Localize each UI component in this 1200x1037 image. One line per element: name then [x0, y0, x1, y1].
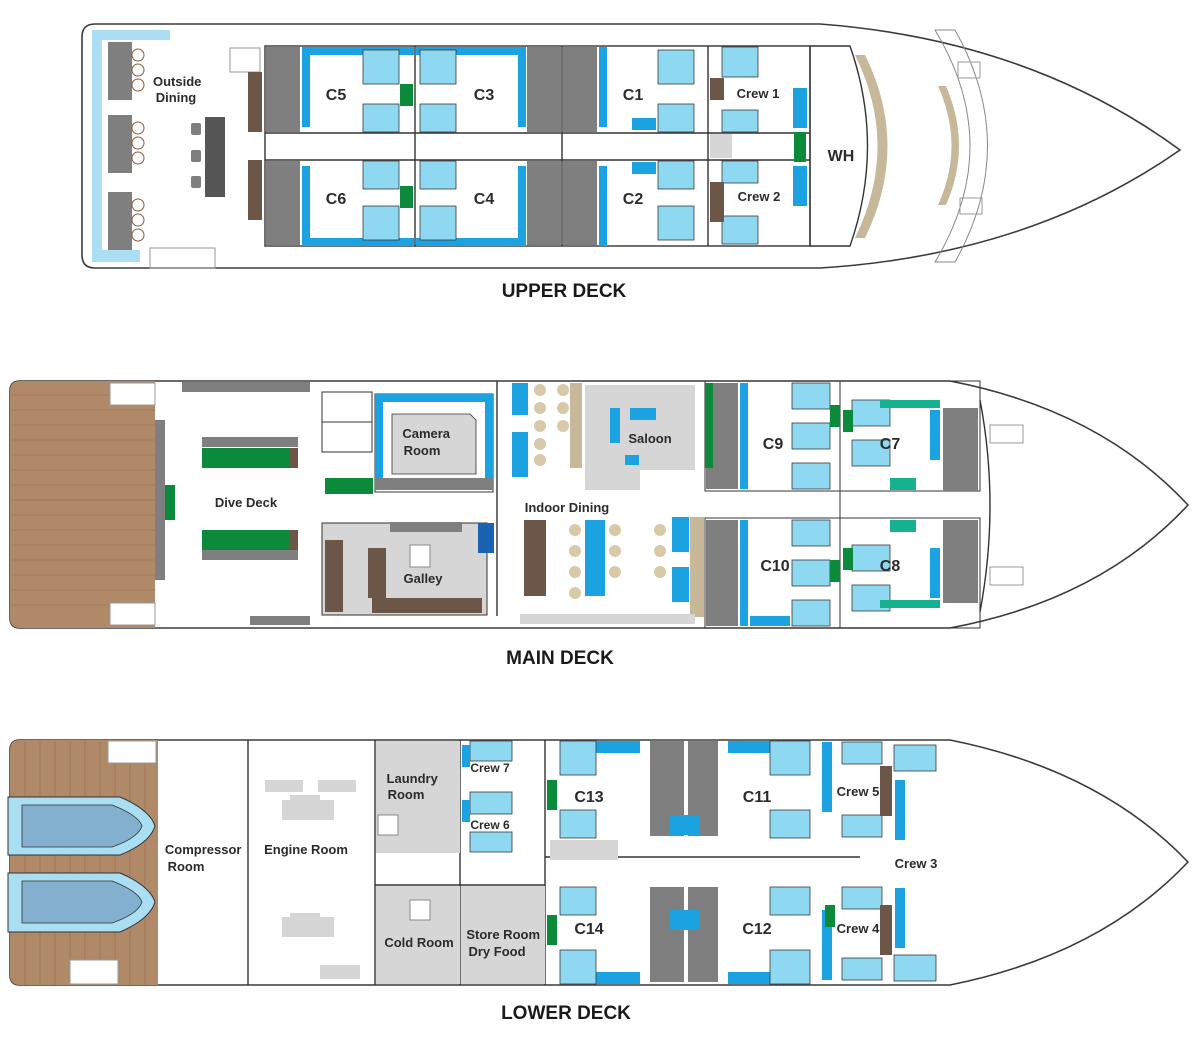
- cabin-c4-label: C4: [474, 191, 495, 208]
- upper-deck: Outside Dining C5 C3 C1 C6 C4 C2 Crew 1 …: [81, 23, 1182, 302]
- laundry-room-label: Laundry Room: [387, 771, 442, 802]
- bar-counter: [205, 117, 225, 197]
- wheelhouse-label: WH: [828, 148, 855, 165]
- stairs: [149, 247, 216, 269]
- outside-dining-label: Outside Dining: [153, 74, 205, 105]
- cabin-c11-label: C11: [743, 789, 772, 806]
- table: [108, 115, 132, 173]
- cabin-c1-label: C1: [623, 87, 644, 104]
- table: [108, 42, 132, 100]
- crew6-label: Crew 6: [470, 818, 510, 832]
- cabin-c9-label: C9: [763, 436, 784, 453]
- store-room-label: Store Room Dry Food: [466, 927, 543, 959]
- engine-room-label: Engine Room: [264, 842, 348, 857]
- main-deck: Dive Deck Camera Room Galley Saloon Indo…: [9, 380, 1190, 669]
- outside-dining-rail: [92, 30, 170, 262]
- cabin-c10-label: C10: [760, 558, 789, 575]
- cabin-c12-label: C12: [742, 921, 771, 938]
- cabin-c6-label: C6: [326, 191, 347, 208]
- cabin-c7-label: C7: [880, 436, 901, 453]
- camera-room-label: Camera Room: [402, 426, 453, 458]
- crew1-label: Crew 1: [737, 86, 780, 101]
- cabin-c8-label: C8: [880, 558, 901, 575]
- lower-deck: Compressor Room Engine Room Laundry Room…: [7, 739, 1190, 1024]
- dive-deck-label: Dive Deck: [215, 495, 278, 510]
- lower-deck-title: LOWER DECK: [501, 1003, 631, 1024]
- cabin-c2-label: C2: [623, 191, 644, 208]
- crew7-label: Crew 7: [470, 761, 510, 775]
- upper-deck-title: UPPER DECK: [502, 281, 627, 302]
- crew2-label: Crew 2: [738, 189, 781, 204]
- crew5-label: Crew 5: [837, 784, 880, 799]
- stairs: [229, 47, 261, 73]
- cabin-c3-label: C3: [474, 87, 495, 104]
- cold-room-label: Cold Room: [384, 935, 453, 950]
- indoor-dining-label: Indoor Dining: [525, 500, 610, 515]
- galley-label: Galley: [403, 571, 443, 586]
- tender-deck: [10, 740, 158, 985]
- saloon-label: Saloon: [628, 431, 671, 446]
- swim-platform: [10, 381, 155, 628]
- main-deck-title: MAIN DECK: [506, 648, 614, 669]
- table: [108, 192, 132, 250]
- wheelhouse: [809, 45, 869, 247]
- crew4-label: Crew 4: [837, 921, 880, 936]
- cabin-c13-label: C13: [574, 789, 603, 806]
- upper-deck-hull: [81, 23, 1182, 269]
- compressor-room-label: Compressor Room: [165, 842, 245, 874]
- cabin-c14-label: C14: [574, 921, 603, 938]
- crew3-label: Crew 3: [895, 856, 938, 871]
- cabin-c5-label: C5: [326, 87, 347, 104]
